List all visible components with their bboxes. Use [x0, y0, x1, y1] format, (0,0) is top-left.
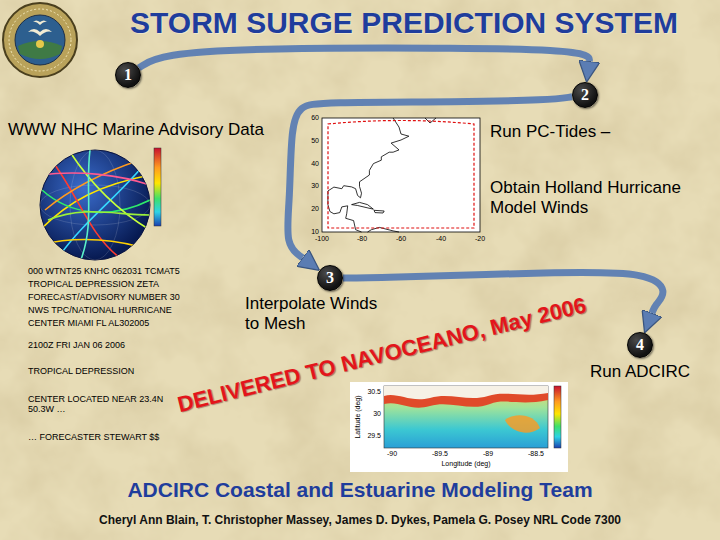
axis-tick: 30.5 — [367, 388, 381, 396]
storm-tracks — [40, 150, 150, 262]
axis-title: Longitude (deg) — [441, 460, 490, 468]
callout-digit: 2 — [581, 86, 589, 104]
author-line: Cheryl Ann Blain, T. Christopher Massey,… — [99, 514, 621, 528]
plot-frame — [384, 386, 548, 448]
axis-tick: -89.5 — [432, 450, 448, 458]
callout-number: 1 — [115, 62, 141, 88]
advisory-text: CENTER MIAMI FL AL302005 — [28, 318, 149, 328]
axis-tick: -88.5 — [528, 450, 544, 458]
delivery-banner: DELIVERED TO NAVOCEANO, May 2006 — [175, 292, 589, 417]
advisory-text: 000 WTNT25 KNHC 062031 TCMAT5 — [28, 266, 180, 276]
globe-illustration — [40, 148, 161, 262]
surge-contour-plot — [350, 382, 568, 472]
step-label: WWW NHC Marine Advisory Data — [8, 120, 264, 140]
step-label: Run ADCIRC — [590, 362, 690, 382]
axis-tick: -20 — [475, 235, 485, 243]
axis-tick: -90 — [387, 450, 397, 458]
axis-tick: 50 — [311, 137, 319, 145]
axis-tick: 30 — [373, 410, 381, 418]
axis-tick: -60 — [396, 235, 406, 243]
land — [384, 386, 548, 399]
domain-boundary — [328, 121, 474, 229]
colorbar — [154, 148, 161, 226]
step-label: Run PC-Tides – — [490, 122, 610, 142]
step-label: Obtain Holland Hurricane Model Winds — [490, 178, 690, 217]
axis-tick: 30 — [311, 182, 319, 190]
callout-digit: 3 — [326, 269, 334, 287]
axis-tick: -80 — [357, 235, 367, 243]
seal-dots — [9, 9, 71, 71]
seal-land — [18, 41, 62, 59]
callout-digit: 4 — [636, 336, 644, 354]
callout-number: 3 — [317, 265, 343, 291]
advisory-text: FORECAST/ADVISORY NUMBER 30 — [28, 292, 180, 302]
colorbar — [554, 386, 561, 448]
axis-tick: 20 — [311, 205, 319, 213]
advisory-text: CENTER LOCATED NEAR 23.4N 50.3W … — [28, 394, 168, 415]
surge-lobe — [505, 415, 540, 432]
step-label: Interpolate Winds to Mesh — [245, 294, 395, 333]
callout-number: 2 — [572, 82, 598, 108]
axis-tick: 29.5 — [367, 432, 381, 440]
callout-number: 4 — [627, 332, 653, 358]
axis-tick: -40 — [436, 235, 446, 243]
team-heading: ADCIRC Coastal and Estuarine Modeling Te… — [127, 478, 592, 502]
plot-card — [350, 382, 568, 472]
advisory-text: TROPICAL DEPRESSION ZETA — [28, 279, 159, 289]
axis-tick: -89 — [483, 450, 493, 458]
flow-arrow — [139, 48, 590, 68]
axis-tick: -100 — [315, 235, 329, 243]
advisory-text: 2100Z FRI JAN 06 2006 — [28, 340, 125, 350]
callout-digit: 1 — [124, 66, 132, 84]
globe — [40, 150, 150, 260]
axis-tick: 40 — [311, 160, 319, 168]
seal-emblem — [36, 40, 44, 48]
coastline — [328, 118, 436, 232]
advisory-text: NWS TPC/NATIONAL HURRICANE — [28, 305, 172, 315]
surge-high — [384, 386, 548, 408]
seal-field — [15, 15, 65, 65]
advisory-text: … FORECASTER STEWART $$ — [28, 432, 159, 442]
seal-bird — [33, 21, 47, 26]
axis-tick: 60 — [311, 114, 319, 122]
advisory-text: TROPICAL DEPRESSION — [28, 366, 134, 376]
axis-title: Latitude (deg) — [354, 395, 362, 438]
slide-title: STORM SURGE PREDICTION SYSTEM — [130, 6, 678, 41]
seal-bird — [28, 29, 52, 36]
flow-arrow — [288, 97, 572, 258]
navy-seal — [3, 3, 77, 77]
track-map — [322, 118, 480, 232]
axis-tick: 10 — [311, 228, 319, 236]
seal-ring — [3, 3, 77, 77]
flow-arrow — [343, 272, 663, 313]
map-frame — [322, 118, 480, 232]
